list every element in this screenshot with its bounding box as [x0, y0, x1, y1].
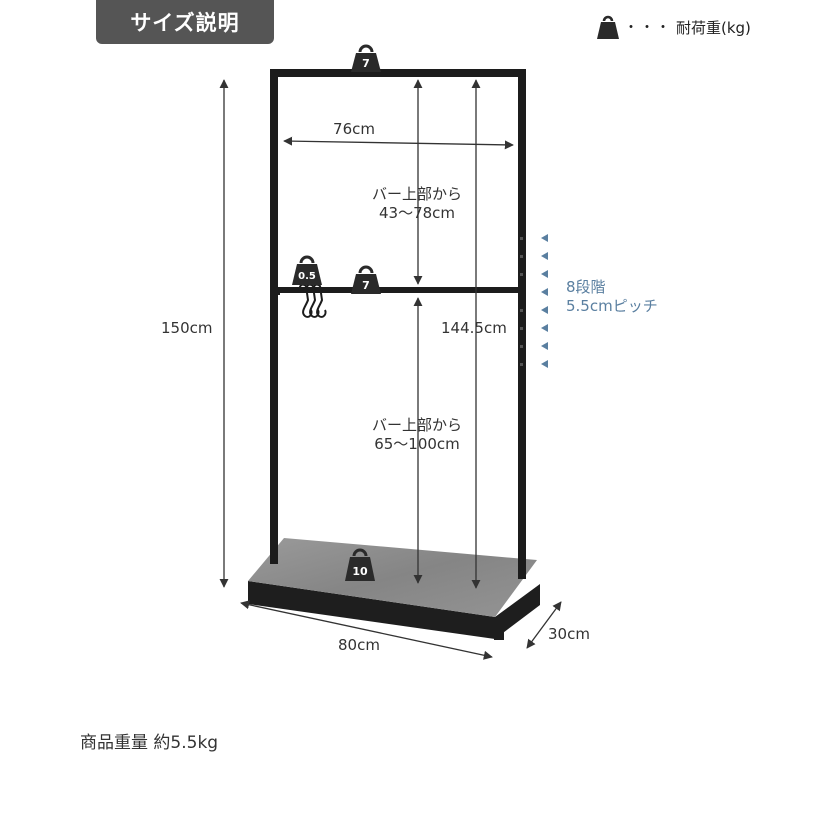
base-board: [248, 538, 540, 640]
width-inner-label: 76cm: [333, 120, 375, 138]
weight-icon-lower-bar: 7: [351, 265, 381, 294]
adjust-holes: [520, 237, 523, 366]
weight-value-base: 10: [352, 565, 368, 578]
lower-range-label-line1: バー上部から: [371, 416, 463, 434]
right-post: [518, 69, 526, 579]
lower-range-label-line2: 65〜100cm: [374, 435, 460, 453]
s-hooks: [299, 283, 327, 318]
weight-icon-base: 10: [345, 548, 375, 581]
upper-range-label-line1: バー上部から: [371, 185, 463, 203]
adjust-step-markers: [541, 234, 548, 368]
left-post: [270, 69, 278, 564]
top-bar: [270, 69, 526, 77]
adjust-steps-label: 8段階: [566, 278, 606, 296]
weight-value-top-bar: 7: [362, 57, 370, 70]
section-title-tab: サイズ説明: [96, 0, 274, 44]
depth-label: 30cm: [548, 625, 590, 643]
load-legend: ・・・ 耐荷重(kg): [596, 12, 751, 42]
depth-arrow: [526, 601, 562, 649]
adjust-pitch-label: 5.5cmピッチ: [566, 297, 658, 315]
height-total-label: 150cm: [161, 319, 213, 337]
upper-range-label-line2: 43〜78cm: [378, 204, 456, 222]
legend-label: 耐荷重(kg): [676, 18, 751, 37]
inner-height-label: 144.5cm: [441, 319, 507, 337]
width-base-label: 80cm: [338, 636, 380, 654]
product-weight: 商品重量 約5.5kg: [80, 733, 219, 753]
section-title: サイズ説明: [130, 11, 240, 35]
weight-icon-top-bar: 7: [351, 44, 381, 72]
weight-icon: [597, 15, 619, 39]
weight-value-lower-bar: 7: [362, 279, 370, 292]
width-inner-arrow: [283, 136, 514, 150]
width-base-arrow: [240, 600, 493, 660]
rack-frame: [270, 69, 526, 579]
hanging-bar: [278, 287, 520, 293]
weight-value-hook: 0.5: [298, 271, 316, 282]
weight-icon-hook: 0.5: [292, 255, 322, 285]
legend-dots: ・・・: [624, 20, 672, 36]
